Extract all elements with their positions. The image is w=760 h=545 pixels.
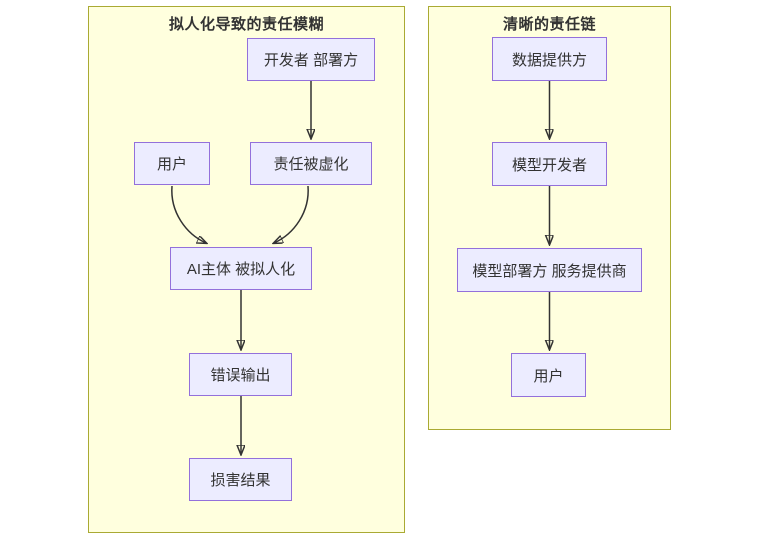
node-developer-deployer: 开发者 部署方 (247, 38, 375, 81)
cluster-title-anthropomorphization: 拟人化导致的责任模糊 (168, 16, 324, 33)
node-responsibility-blurred: 责任被虚化 (250, 142, 372, 185)
node-end-user: 用户 (511, 353, 586, 397)
node-ai-anthropomorphized: AI主体 被拟人化 (170, 247, 312, 290)
node-user: 用户 (134, 142, 210, 185)
node-model-developer: 模型开发者 (492, 142, 607, 186)
node-harm-result: 损害结果 (189, 458, 292, 501)
node-wrong-output: 错误输出 (189, 353, 292, 396)
node-data-provider: 数据提供方 (492, 37, 607, 81)
cluster-title-clear-responsibility-chain: 清晰的责任链 (502, 16, 596, 33)
node-model-deployer-service-provider: 模型部署方 服务提供商 (457, 248, 642, 292)
